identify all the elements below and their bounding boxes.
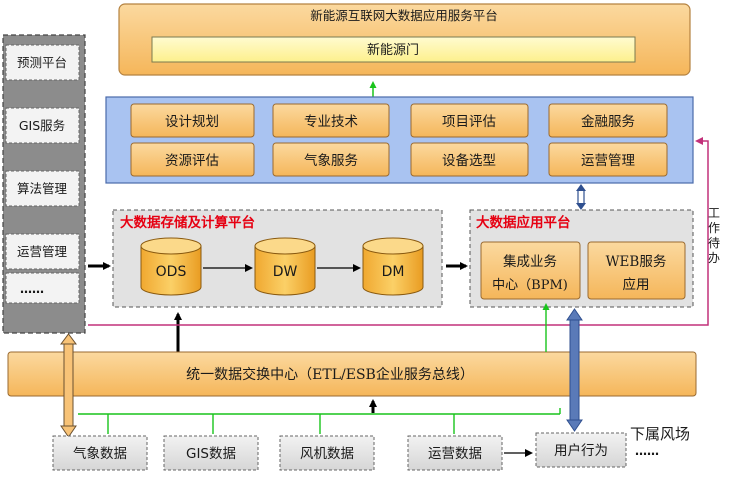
bpm-line2: 中心（BPM) xyxy=(492,278,568,293)
left-panel-item-box-4[interactable] xyxy=(5,272,80,304)
service-label-6: 设备选型 xyxy=(442,152,496,169)
service-label-7: 运营管理 xyxy=(581,153,635,169)
bpm-line1: 集成业务 xyxy=(503,254,557,270)
portal-label: 新能源门 xyxy=(367,42,419,58)
service-label-0: 设计规划 xyxy=(165,114,219,130)
left-panel-item-box-3[interactable] xyxy=(5,233,80,270)
bpm-box[interactable] xyxy=(480,241,581,300)
source-label-4: 用户行为 xyxy=(554,442,608,459)
svg-text:作: 作 xyxy=(708,221,720,235)
services-panel: 设计规划 专业技术 项目评估 金融服务 资源评估 气象服务 设备选型 运营管理 xyxy=(105,96,694,184)
arrow-services-app xyxy=(576,184,586,210)
more-label: …… xyxy=(635,444,659,458)
svg-text:办: 办 xyxy=(708,250,720,265)
service-label-5: 气象服务 xyxy=(304,153,358,169)
svg-text:工: 工 xyxy=(708,206,720,220)
service-box-6[interactable]: 设备选型 xyxy=(410,142,529,177)
exchange-bus-box[interactable] xyxy=(7,351,697,397)
source-box-3[interactable] xyxy=(407,435,503,471)
cylinder-label-dm: DM xyxy=(382,264,405,280)
cylinder-dw[interactable]: DW xyxy=(254,237,316,296)
service-label-1: 专业技术 xyxy=(304,114,358,130)
app-platform-title: 大数据应用平台 xyxy=(476,214,571,231)
source-box-0[interactable] xyxy=(52,435,148,471)
service-box-3[interactable]: 金融服务 xyxy=(548,103,668,138)
web-box[interactable] xyxy=(587,241,686,300)
cylinder-ods[interactable]: ODS xyxy=(140,237,202,296)
service-box-7[interactable]: 运营管理 xyxy=(548,142,668,177)
left-panel-item-3: 运营管理 xyxy=(17,244,68,259)
source-label-0: 气象数据 xyxy=(73,446,127,462)
left-panel-item-1: GIS服务 xyxy=(19,118,65,133)
cylinder-label-ods: ODS xyxy=(156,264,187,280)
exchange-bus-label: 统一数据交换中心（ETL/ESB企业服务总线） xyxy=(186,366,474,383)
service-box-1[interactable]: 专业技术 xyxy=(272,103,390,138)
source-box-2[interactable] xyxy=(279,435,375,471)
source-label-3: 运营数据 xyxy=(428,446,482,462)
green-bus xyxy=(78,408,561,434)
wind-farm-label: 下属风场 xyxy=(630,425,690,443)
portal-box[interactable] xyxy=(151,36,636,63)
service-box-5[interactable]: 气象服务 xyxy=(272,142,390,177)
storage-platform-title: 大数据存储及计算平台 xyxy=(120,214,255,231)
arrow-left-panel-sources xyxy=(60,333,77,438)
service-box-2[interactable]: 项目评估 xyxy=(410,103,529,138)
source-box-1[interactable] xyxy=(163,435,259,471)
arrow-app-user xyxy=(566,308,583,432)
workflow-label: 工 作 待 办 xyxy=(708,206,720,265)
top-platform-title: 新能源互联网大数据应用服务平台 xyxy=(310,8,498,23)
source-label-2: 风机数据 xyxy=(300,446,354,462)
source-label-1: GIS数据 xyxy=(186,446,236,462)
left-panel-item-0: 预测平台 xyxy=(17,55,67,70)
service-box-0[interactable]: 设计规划 xyxy=(130,103,255,138)
left-panel-item-2: 算法管理 xyxy=(17,181,68,196)
left-panel-item-4: …… xyxy=(20,282,44,296)
top-platform: 新能源互联网大数据应用服务平台 新能源门 xyxy=(118,3,691,76)
service-box-4[interactable]: 资源评估 xyxy=(130,142,255,177)
workflow-line xyxy=(88,137,709,326)
storage-platform: 大数据存储及计算平台 ODS DW DM xyxy=(112,209,443,308)
service-label-3: 金融服务 xyxy=(581,114,635,130)
service-label-4: 资源评估 xyxy=(165,153,219,169)
left-panel-item-box-0[interactable] xyxy=(5,44,80,81)
data-sources: 气象数据 GIS数据 风机数据 运营数据 用户行为 xyxy=(52,432,627,471)
source-box-4[interactable] xyxy=(535,432,627,468)
service-label-2: 项目评估 xyxy=(442,114,496,130)
exchange-bus: 统一数据交换中心（ETL/ESB企业服务总线） xyxy=(7,351,697,397)
left-panel-item-box-2[interactable] xyxy=(5,170,80,207)
web-line1: WEB服务 xyxy=(606,254,667,270)
app-platform: 大数据应用平台 集成业务 中心（BPM) WEB服务 应用 xyxy=(469,209,694,308)
web-line2: 应用 xyxy=(623,276,650,293)
cylinder-label-dw: DW xyxy=(273,264,298,280)
svg-text:待: 待 xyxy=(708,236,720,250)
left-panel-item-box-1[interactable] xyxy=(5,107,80,144)
left-panel: 预测平台 GIS服务 算法管理 运营管理 …… xyxy=(2,34,86,334)
cylinder-dm[interactable]: DM xyxy=(362,237,424,296)
